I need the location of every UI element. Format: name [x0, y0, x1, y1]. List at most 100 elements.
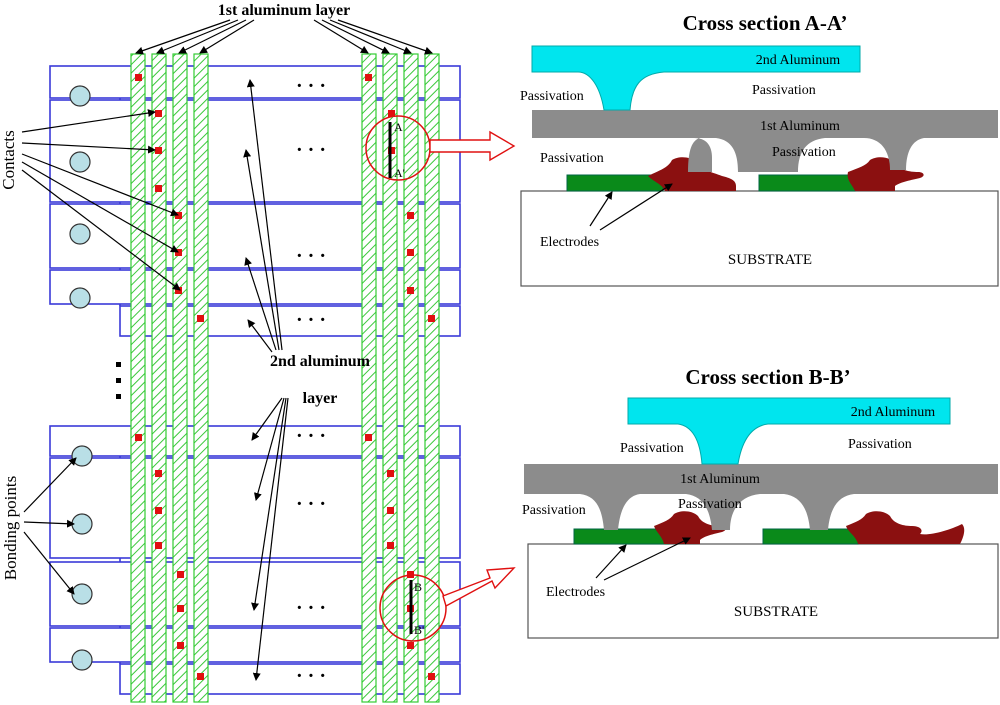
contact-4	[388, 110, 395, 117]
section-b-contact-right	[846, 511, 965, 544]
section-b-second-aluminum-label: 2nd Aluminum	[851, 405, 936, 420]
section-a-second-aluminum-label: 2nd Aluminum	[756, 53, 841, 68]
pad-row-4	[49, 269, 461, 305]
section-b-substrate-label: SUBSTRATE	[734, 604, 818, 620]
first-aluminum-strip-6	[382, 53, 398, 703]
contact-19	[387, 470, 394, 477]
first-aluminum-label: 1st aluminum layer	[218, 2, 350, 19]
ellipsis-row-2: · · ·	[296, 139, 326, 161]
contact-14	[197, 315, 204, 322]
pad-row-10	[119, 663, 461, 695]
first-aluminum-strip-4	[193, 53, 209, 703]
bonding-point-3	[69, 223, 91, 245]
contact-18	[155, 470, 162, 477]
section-a-substrate-label: SUBSTRATE	[728, 252, 812, 268]
section-a-first-aluminum-label: 1st Aluminum	[760, 119, 840, 134]
contact-24	[177, 571, 184, 578]
pad-row-5	[119, 305, 461, 337]
section-a-contact-left	[648, 157, 736, 191]
first-aluminum-strip-3	[172, 53, 188, 703]
section-a-electrode-left	[566, 174, 664, 192]
ellipsis-row-1: · · ·	[296, 75, 326, 97]
section-a-second-aluminum	[531, 45, 861, 111]
section-b-passivation-4: Passivation	[678, 497, 742, 512]
section-a-contact-right	[847, 157, 924, 191]
section-a-passivation-1: Passivation	[520, 89, 584, 104]
contact-7	[155, 185, 162, 192]
bonding-arrows	[23, 457, 77, 595]
bonding-point-6	[71, 513, 93, 535]
cross-section-b: Cross section B-B’ SUBSTRATE 2nd Aluminu…	[522, 365, 999, 639]
bonding-point-5	[71, 445, 93, 467]
contact-1	[135, 74, 142, 81]
section-a-electrode-arrows	[589, 183, 673, 231]
second-aluminum-label-line2: layer	[303, 390, 338, 407]
pad-row-7	[49, 457, 461, 559]
first-aluminum-arrows	[135, 19, 433, 55]
section-a-passivation-2: Passivation	[752, 83, 816, 98]
contact-22	[155, 542, 162, 549]
contact-28	[177, 642, 184, 649]
section-a-callout-arrow	[429, 130, 516, 162]
section-a-electrodes-label: Electrodes	[540, 235, 599, 250]
second-aluminum-label-line1: 2nd aluminum	[270, 353, 371, 370]
contact-5	[155, 147, 162, 154]
section-a-passivation-3: Passivation	[540, 151, 604, 166]
contact-8	[175, 212, 182, 219]
first-aluminum-strip-5	[361, 53, 377, 703]
section-b-first-aluminum-label: 1st Aluminum	[680, 472, 760, 487]
section-b-contact-left	[654, 511, 726, 544]
marker-b: B	[414, 580, 422, 594]
contact-9	[407, 212, 414, 219]
second-aluminum-arrows	[243, 79, 289, 681]
first-aluminum-strips	[130, 53, 440, 703]
pad-row-8	[49, 561, 461, 627]
section-b-substrate	[527, 543, 999, 639]
section-b-electrode-right	[762, 528, 859, 545]
contact-20	[155, 507, 162, 514]
bonding-points-label: Bonding points	[1, 476, 20, 580]
ellipsis-row-6: · · ·	[296, 493, 326, 515]
bonding-point-2	[69, 151, 91, 173]
first-aluminum-strip-1	[130, 53, 146, 703]
section-b-passivation-3: Passivation	[522, 503, 586, 518]
section-b-second-aluminum	[627, 397, 951, 465]
contact-30	[197, 673, 204, 680]
ellipsis-row-3: · · ·	[296, 245, 326, 267]
contacts-label: Contacts	[0, 130, 18, 190]
contact-15	[428, 315, 435, 322]
section-a-substrate	[520, 190, 999, 287]
row-ellipses: · · · · · · · · · · · · · · · · · · · · …	[296, 75, 326, 687]
contact-3	[155, 110, 162, 117]
section-a-marker: A A'	[365, 115, 516, 181]
section-b-passivation-1: Passivation	[620, 441, 684, 456]
marker-a: A	[394, 120, 403, 134]
bonding-point-1	[69, 85, 91, 107]
section-b-marker: B B'	[379, 567, 516, 642]
contact-29	[407, 642, 414, 649]
bonding-point-8	[71, 649, 93, 671]
ellipsis-row-8: · · ·	[296, 665, 326, 687]
ellipsis-row-4: · · ·	[296, 309, 326, 331]
contact-26	[177, 605, 184, 612]
section-b-callout-arrow	[442, 567, 516, 608]
pad-row-6	[49, 425, 461, 457]
section-b-electrode-arrows	[595, 537, 691, 581]
bonding-point-7	[71, 583, 93, 605]
vertical-ellipsis	[116, 362, 121, 399]
section-b-callout-circle	[379, 574, 447, 642]
ellipsis-row-5: · · ·	[296, 425, 326, 447]
contact-16	[135, 434, 142, 441]
bonding-points	[69, 85, 93, 671]
pad-row-9	[49, 627, 461, 663]
contact-2	[365, 74, 372, 81]
contact-13	[407, 287, 414, 294]
section-b-electrode-left	[573, 528, 670, 545]
marker-a-prime: A'	[394, 166, 405, 180]
pad-row-1	[49, 65, 461, 99]
contact-10	[175, 249, 182, 256]
bonding-point-4	[69, 287, 91, 309]
contact-21	[387, 507, 394, 514]
cross-section-a: Cross section A-A’ SUBSTRATE 2nd Aluminu…	[520, 11, 999, 287]
